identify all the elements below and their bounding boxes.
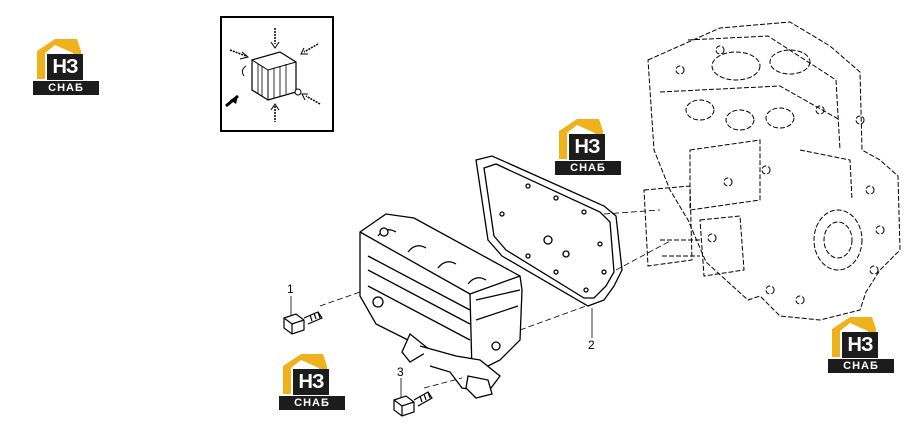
logo-sub-text: СНАБ bbox=[279, 396, 345, 410]
bolt-icon bbox=[393, 391, 433, 417]
gasket-icon bbox=[475, 155, 623, 307]
logo-main-text: НЗ bbox=[842, 332, 878, 358]
logo-main-text: НЗ bbox=[569, 134, 605, 160]
logo-main-text: НЗ bbox=[47, 54, 83, 80]
brand-logo-watermark: НЗ СНАБ bbox=[828, 315, 894, 375]
brand-logo-watermark: НЗ СНАБ bbox=[33, 37, 99, 97]
engine-block-icon bbox=[643, 21, 901, 321]
logo-sub-text: СНАБ bbox=[33, 81, 99, 95]
logo-roof-icon bbox=[283, 354, 327, 394]
logo-main-text: НЗ bbox=[293, 369, 329, 395]
airflow-direction-inset-icon bbox=[220, 16, 334, 132]
callout-lines bbox=[290, 296, 593, 398]
logo-sub-text: СНАБ bbox=[555, 161, 621, 175]
logo-roof-icon bbox=[559, 119, 603, 159]
oil-cooler-icon bbox=[359, 213, 523, 399]
logo-roof-icon bbox=[37, 39, 81, 79]
brand-logo-watermark: НЗ СНАБ bbox=[279, 352, 345, 412]
callout-1: 1 bbox=[287, 282, 294, 296]
logo-roof-icon bbox=[832, 317, 876, 357]
brand-logo-watermark: НЗ СНАБ bbox=[555, 117, 621, 177]
bolt-icon bbox=[283, 311, 323, 335]
leader-lines bbox=[319, 209, 673, 389]
callout-2: 2 bbox=[588, 338, 595, 352]
callout-3: 3 bbox=[397, 365, 404, 379]
logo-sub-text: СНАБ bbox=[828, 359, 894, 373]
